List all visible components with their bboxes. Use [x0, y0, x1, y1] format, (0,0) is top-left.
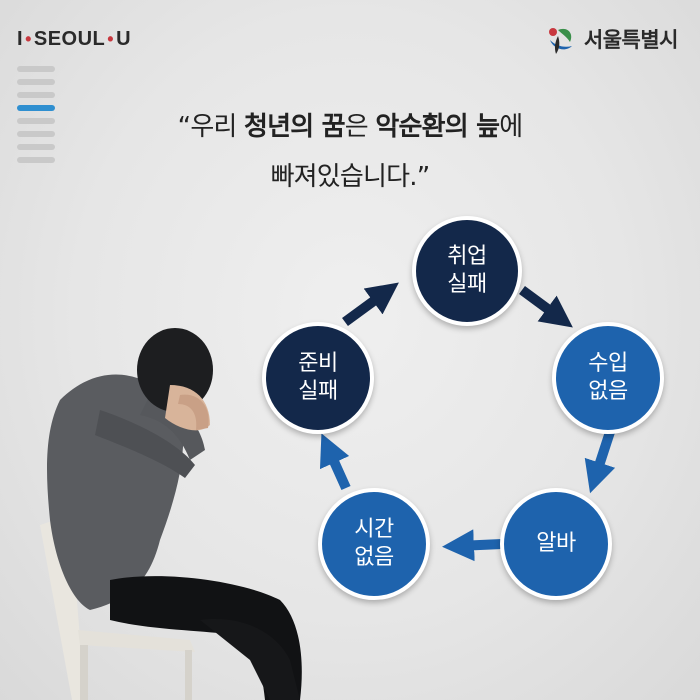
quote-segment: 우리: [190, 112, 245, 142]
quote-segment: 빠져있습니다.: [270, 162, 418, 192]
logo-text-seoul: SEOUL: [33, 28, 106, 50]
page-indicator-bar: [17, 66, 55, 72]
cycle-node-part-time: 알바: [500, 488, 612, 600]
page-indicator-bar: [17, 144, 55, 150]
quote-segment: 은: [344, 112, 376, 142]
logo-dot: •: [107, 29, 115, 49]
cycle-arrow-notime-to-prep: [319, 433, 351, 491]
quote-emphasis: 악순환의 늪: [375, 112, 500, 142]
distressed-person-illustration: [40, 328, 302, 700]
page-indicator-bar: [17, 157, 55, 163]
page-indicator: [17, 66, 55, 170]
quote-close-mark: ”: [416, 162, 430, 192]
page-indicator-bar: [17, 118, 55, 124]
cycle-arrow-employment-to-income: [519, 285, 573, 328]
page-indicator-bar: [17, 131, 55, 137]
logo-text-u: U: [116, 28, 132, 50]
i-seoul-u-logo: I•SEOUL•U: [17, 28, 131, 51]
quote-emphasis: 청년의 꿈: [244, 112, 346, 142]
cycle-node-employment-failure: 취업 실패: [412, 216, 522, 326]
headline-quote: “우리 청년의 꿈은 악순환의 늪에 빠져있습니다.”: [100, 102, 600, 202]
cycle-arrow-prep-to-employment: [342, 282, 399, 327]
page-indicator-bar: [17, 92, 55, 98]
cycle-node-no-time: 시간 없음: [318, 488, 430, 600]
logo-dot: •: [25, 29, 32, 49]
page-indicator-bar: [17, 79, 55, 85]
seoul-seal-icon: [548, 28, 572, 54]
quote-line-2: 빠져있습니다.”: [100, 152, 600, 202]
quote-segment: 에: [499, 112, 523, 142]
cycle-arrow-income-to-parttime: [584, 430, 616, 494]
page-indicator-bar-active: [17, 105, 55, 111]
logo-text-i: I: [17, 28, 24, 50]
seoul-city-logo: 서울특별시: [544, 22, 679, 56]
quote-line-1: “우리 청년의 꿈은 악순환의 늪에: [100, 102, 600, 152]
cycle-node-no-income: 수입 없음: [552, 322, 664, 434]
seoul-city-name: 서울특별시: [583, 28, 679, 52]
cycle-node-prep-failure: 준비 실패: [262, 322, 374, 434]
quote-open-mark: “: [177, 112, 191, 142]
cycle-arrow-parttime-to-notime: [442, 529, 503, 562]
